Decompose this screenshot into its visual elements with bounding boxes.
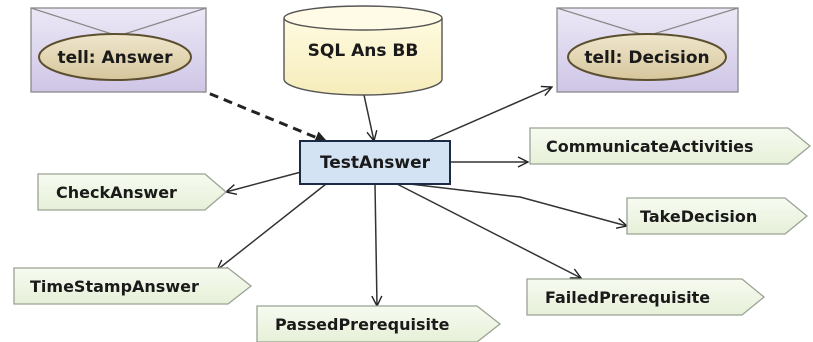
database-sql-ans-bb[interactable]: SQL Ans BB	[283, 5, 443, 96]
message-oval	[38, 33, 192, 81]
envelope-label: tell: Answer	[57, 48, 173, 68]
output-checkanswer[interactable]: CheckAnswer	[37, 173, 227, 211]
output-communicateactivities[interactable]: CommunicateActivities	[529, 127, 812, 165]
envelope-tell-decision[interactable]: tell: Decision	[556, 7, 739, 93]
edge-database-to-testanswer	[363, 94, 374, 141]
edge-testanswer-to-decision	[423, 87, 552, 144]
output-label: CommunicateActivities	[546, 137, 754, 156]
output-label: CheckAnswer	[56, 183, 177, 202]
edge-testanswer-to-passed	[375, 183, 377, 306]
edge-testanswer-to-timestamp	[217, 183, 327, 270]
edge-testanswer-to-checkanswer	[226, 171, 302, 192]
node-testanswer[interactable]: TestAnswer	[299, 140, 451, 185]
output-passedprerequisite[interactable]: PassedPrerequisite	[256, 305, 502, 342]
output-failedprerequisite[interactable]: FailedPrerequisite	[526, 278, 766, 316]
envelope-tell-answer[interactable]: tell: Answer	[30, 7, 207, 93]
connectors	[195, 86, 627, 306]
output-takedecision[interactable]: TakeDecision	[626, 197, 809, 235]
output-label: FailedPrerequisite	[545, 288, 710, 307]
envelope-label: tell: Decision	[584, 48, 709, 68]
message-oval	[567, 33, 727, 81]
output-timestampanswer[interactable]: TimeStampAnswer	[13, 267, 253, 305]
edge-testanswer-to-failed	[396, 183, 581, 278]
output-label: TakeDecision	[640, 207, 757, 226]
database-label: SQL Ans BB	[308, 41, 419, 61]
node-label: TestAnswer	[320, 153, 431, 173]
edge-testanswer-to-takedecision	[409, 183, 627, 226]
output-label: TimeStampAnswer	[30, 277, 199, 296]
edge-answer-to-testanswer	[195, 86, 329, 144]
output-label: PassedPrerequisite	[275, 315, 450, 334]
